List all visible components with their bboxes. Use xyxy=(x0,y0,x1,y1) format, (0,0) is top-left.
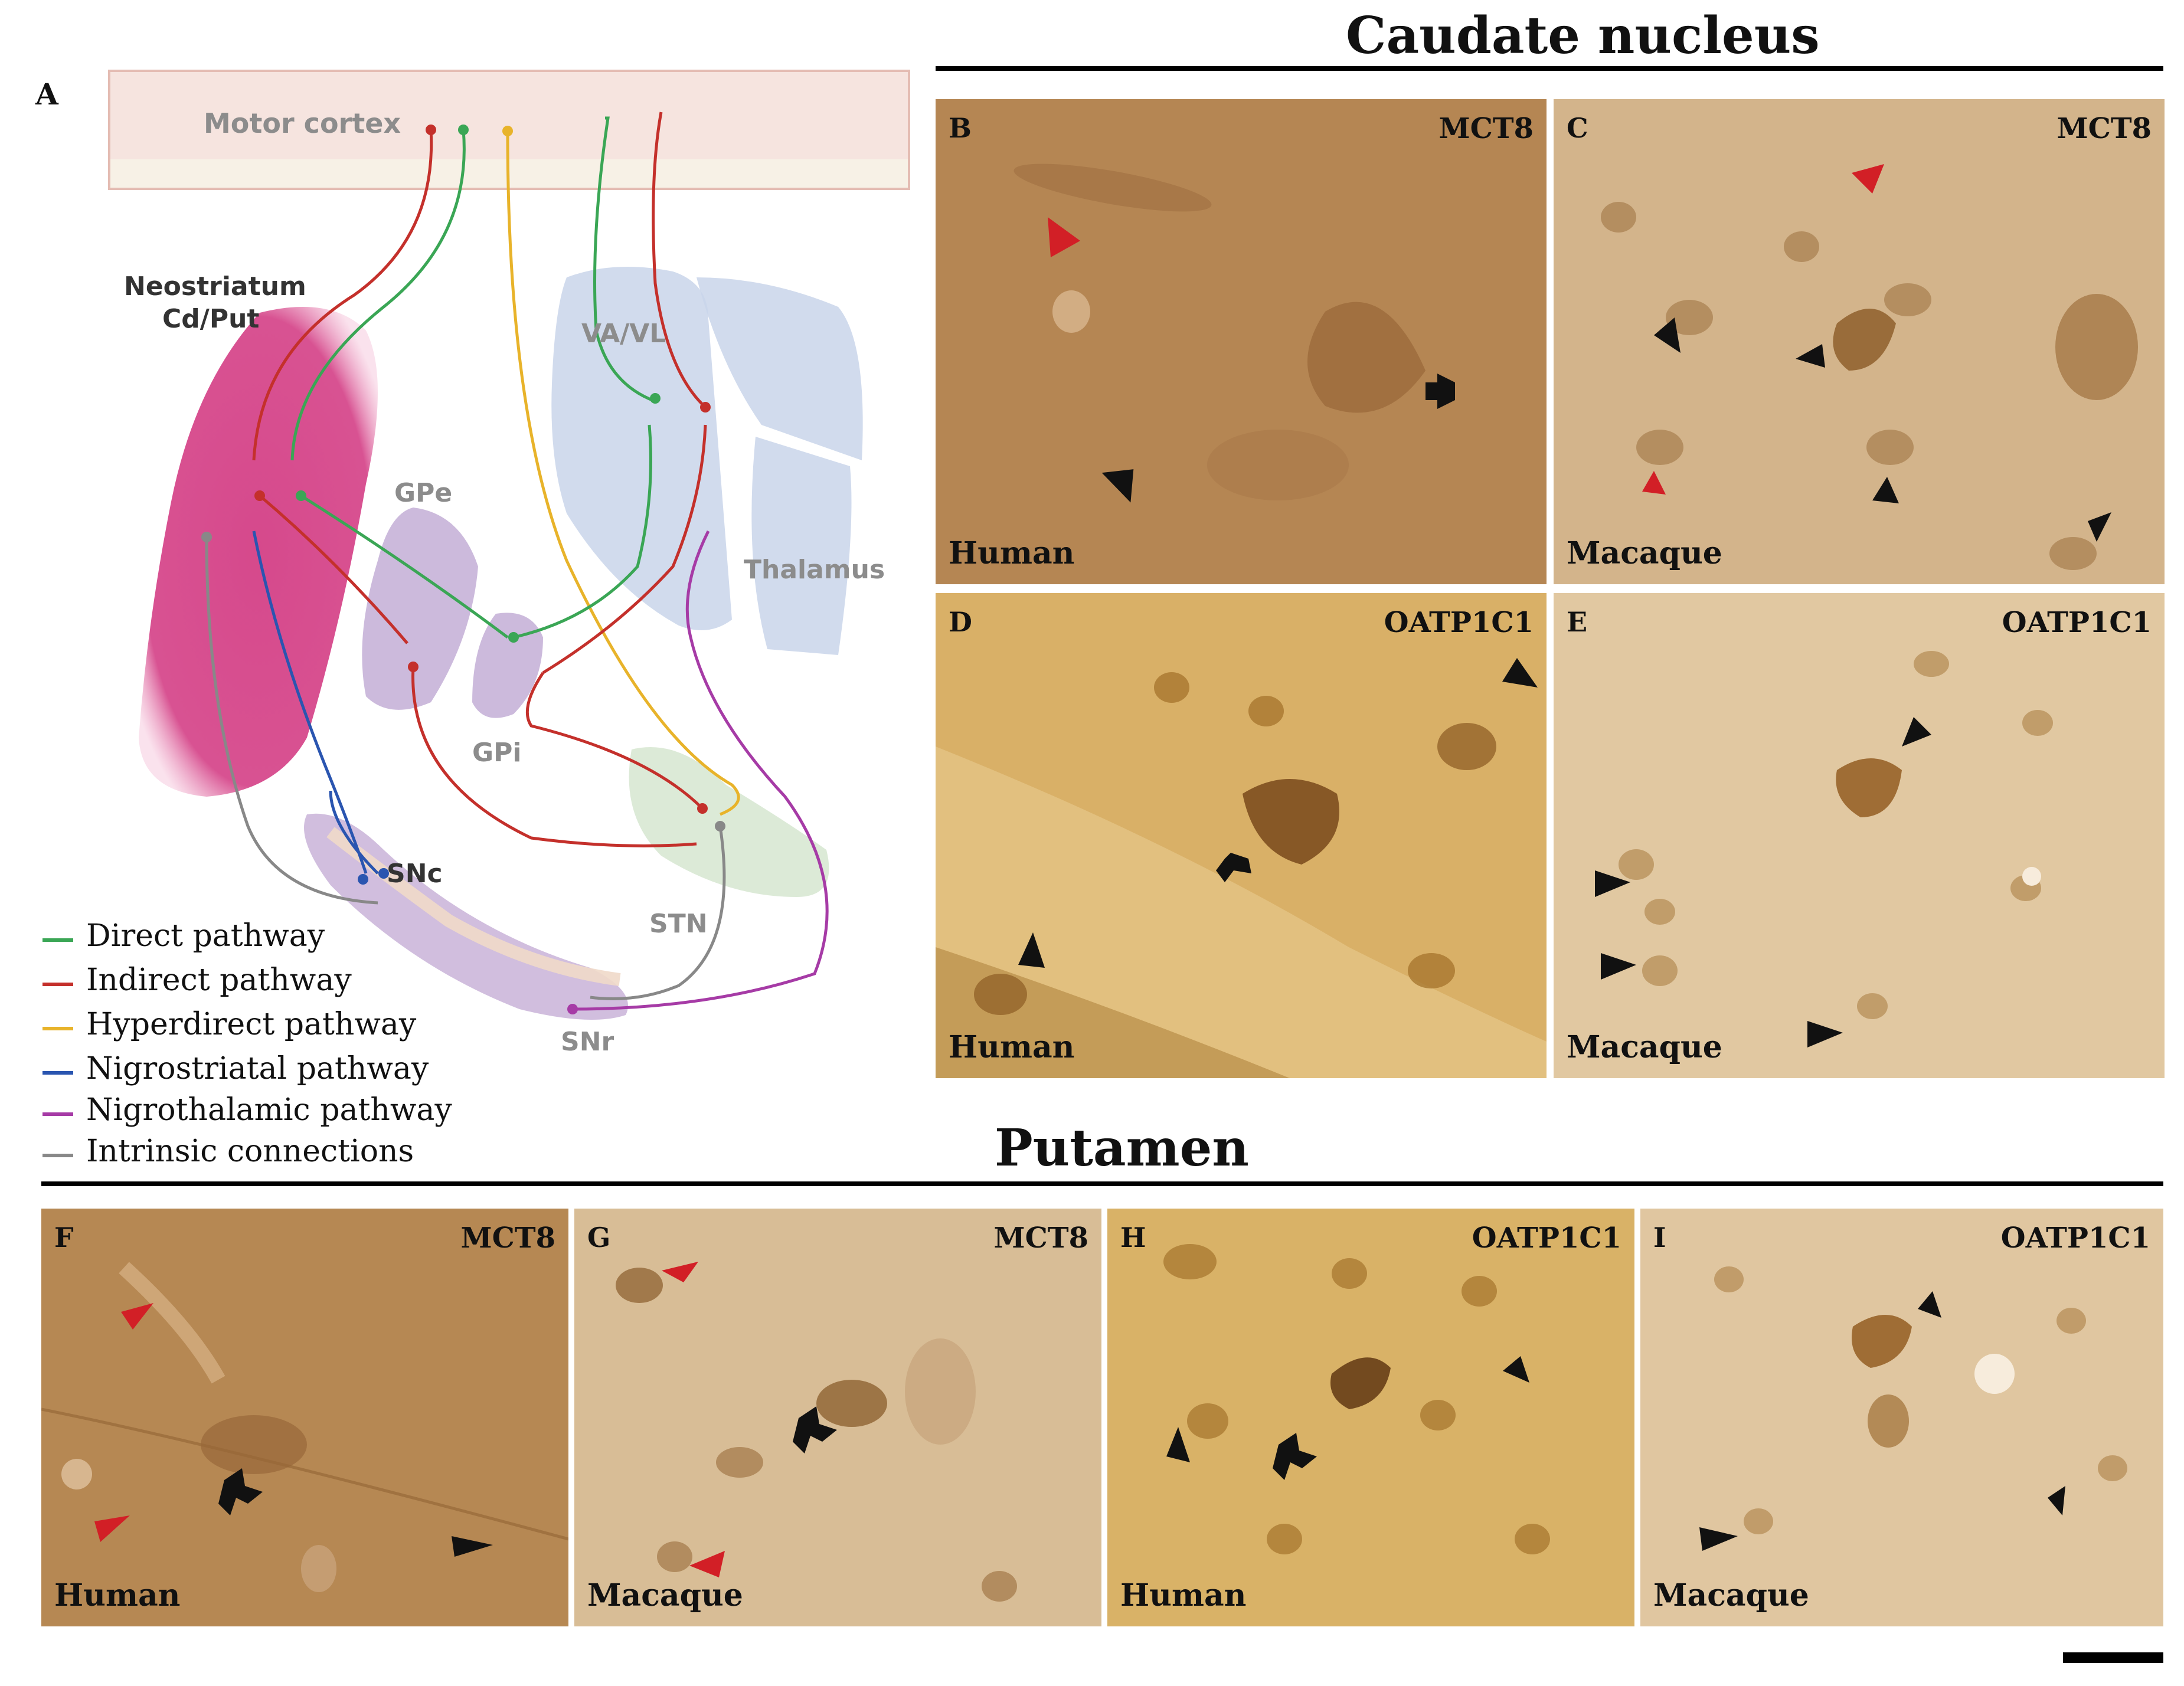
panel-b: B MCT8 Human xyxy=(936,99,1547,584)
putamen-rule xyxy=(41,1181,2163,1186)
panel-e: E OATP1C1 Macaque xyxy=(1554,593,2165,1078)
panel-c-letter: C xyxy=(1567,112,1588,144)
panel-e-marker: OATP1C1 xyxy=(2002,606,2152,639)
panel-d-species: Human xyxy=(949,1029,1075,1065)
stn-shape xyxy=(629,747,829,897)
panel-f-species: Human xyxy=(54,1577,181,1613)
panel-i-species: Macaque xyxy=(1653,1577,1809,1613)
panel-h-marker: OATP1C1 xyxy=(1472,1222,1621,1255)
caudate-rule xyxy=(936,66,2163,71)
thalamus-label: Thalamus xyxy=(744,555,885,585)
panel-h-species: Human xyxy=(1120,1577,1247,1613)
panel-g: G MCT8 Macaque xyxy=(574,1209,1101,1626)
putamen-title: Putamen xyxy=(995,1118,1249,1178)
panel-b-species: Human xyxy=(949,535,1075,571)
panel-a-diagram: A xyxy=(0,0,921,1180)
thalamus-shape-upper xyxy=(697,277,863,460)
panel-b-marker: MCT8 xyxy=(1438,112,1534,145)
neostriatum-label-1: Neostriatum xyxy=(124,271,306,302)
panel-i-letter: I xyxy=(1653,1222,1666,1253)
basal-ganglia-diagram: Motor cortex Neostriatum Cd/Put GPe GPi … xyxy=(108,70,910,1057)
legend-nigrothalamic-label: Nigrothalamic pathway xyxy=(86,1092,452,1128)
legend-direct-label: Direct pathway xyxy=(86,918,325,954)
panel-g-letter: G xyxy=(587,1222,611,1253)
motor-cortex-label: Motor cortex xyxy=(204,107,401,139)
panel-d-marker: OATP1C1 xyxy=(1384,606,1534,639)
panel-d-letter: D xyxy=(949,606,972,638)
gpe-shape xyxy=(362,508,478,710)
legend-indirect-label: Indirect pathway xyxy=(86,963,352,998)
panel-a-letter: A xyxy=(35,77,58,112)
caudate-title: Caudate nucleus xyxy=(1346,6,1820,66)
legend-direct-swatch xyxy=(42,938,73,942)
legend-nigrostriatal-swatch xyxy=(42,1071,73,1075)
vavl-label: VA/VL xyxy=(581,319,666,349)
legend-intrinsic-label: Intrinsic connections xyxy=(86,1134,414,1169)
legend-hyperdirect-swatch xyxy=(42,1027,73,1030)
panel-e-species: Macaque xyxy=(1567,1029,1722,1065)
panel-f-letter: F xyxy=(54,1222,74,1253)
snr-label: SNr xyxy=(561,1027,614,1057)
vavl-shape xyxy=(551,267,732,630)
thalamus-shape-lower xyxy=(751,437,852,655)
panel-c: C MCT8 Macaque xyxy=(1554,99,2165,584)
panel-d: D OATP1C1 Human xyxy=(936,593,1547,1078)
panel-f: F MCT8 Human xyxy=(41,1209,568,1626)
panel-c-species: Macaque xyxy=(1567,535,1722,571)
panel-c-marker: MCT8 xyxy=(2057,112,2152,145)
gpi-label: GPi xyxy=(472,738,521,768)
panel-f-marker: MCT8 xyxy=(460,1222,555,1255)
legend-indirect-swatch xyxy=(42,983,73,986)
scale-bar xyxy=(2063,1652,2163,1663)
panel-h-letter: H xyxy=(1120,1222,1146,1253)
legend-nigrostriatal-label: Nigrostriatal pathway xyxy=(86,1051,429,1086)
panel-h: H OATP1C1 Human xyxy=(1107,1209,1634,1626)
panel-b-letter: B xyxy=(949,112,972,144)
gpi-shape xyxy=(472,613,543,718)
panel-i: I OATP1C1 Macaque xyxy=(1640,1209,2163,1626)
legend-nigrothalamic-swatch xyxy=(42,1112,73,1116)
legend-hyperdirect-label: Hyperdirect pathway xyxy=(86,1007,417,1042)
neostriatum-label-2: Cd/Put xyxy=(162,304,259,334)
gpe-label: GPe xyxy=(394,478,452,508)
panel-e-letter: E xyxy=(1567,606,1588,638)
stn-label: STN xyxy=(649,909,708,939)
panel-i-marker: OATP1C1 xyxy=(2000,1222,2150,1255)
snc-label: SNc xyxy=(387,859,443,889)
panel-g-species: Macaque xyxy=(587,1577,743,1613)
legend-intrinsic-swatch xyxy=(42,1154,73,1157)
panel-g-marker: MCT8 xyxy=(993,1222,1088,1255)
